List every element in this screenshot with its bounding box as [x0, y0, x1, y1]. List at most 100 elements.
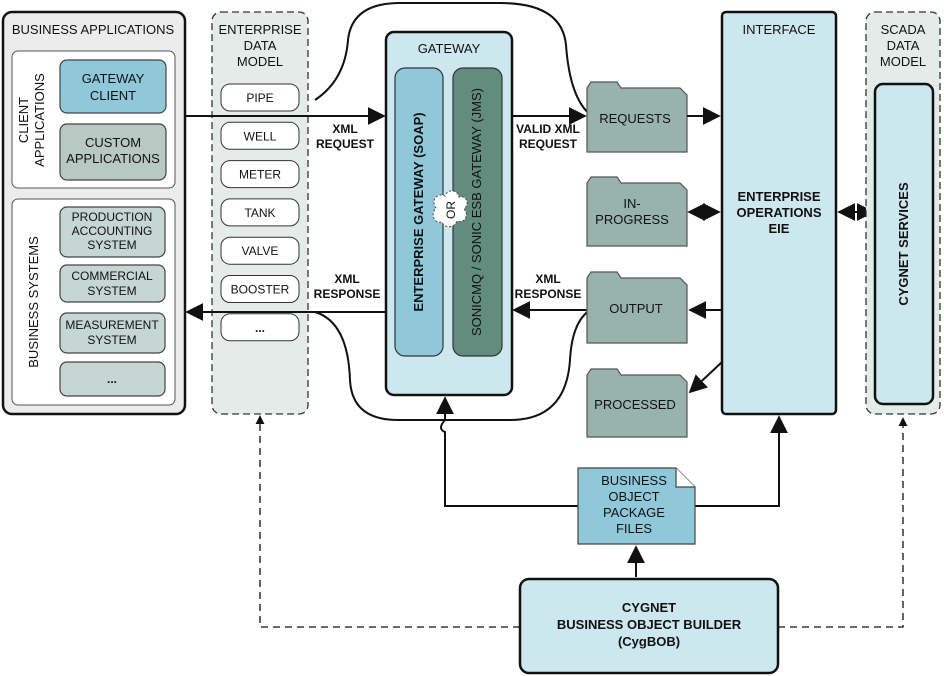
production-accounting-box[interactable]: PRODUCTION ACCOUNTING SYSTEM: [59, 206, 166, 258]
svg-text:TANK: TANK: [244, 206, 275, 220]
or-cloud: OR: [432, 190, 468, 228]
enterprise-data-model-items: PIPE WELL METER TANK VALVE BOOSTER...: [220, 83, 300, 342]
interface-title: INTERFACE: [743, 22, 816, 37]
svg-text:REQUESTS: REQUESTS: [599, 111, 671, 126]
bop-to-gateway-arrow: [436, 396, 578, 507]
svg-text:PROCESSED: PROCESSED: [594, 397, 676, 412]
svg-text:APPLICATIONS: APPLICATIONS: [66, 151, 160, 166]
svg-text:WELL: WELL: [244, 129, 277, 143]
svg-text:BUSINESS OBJECT BUILDER: BUSINESS OBJECT BUILDER: [557, 617, 742, 632]
custom-applications-box[interactable]: CUSTOM APPLICATIONS: [59, 123, 167, 181]
svg-text:REQUEST: REQUEST: [316, 137, 375, 151]
svg-text:MODEL: MODEL: [880, 54, 926, 69]
business-applications-title: BUSINESS APPLICATIONS: [12, 22, 175, 37]
svg-text:SONICMQ / SONIC ESB GATEWAY (: SONICMQ / SONIC ESB GATEWAY (JMS): [469, 88, 484, 336]
svg-text:VALID XML: VALID XML: [516, 122, 580, 136]
svg-text:PRODUCTION: PRODUCTION: [72, 210, 153, 224]
edm-item-more[interactable]: ...: [220, 313, 300, 342]
svg-text:SYSTEM: SYSTEM: [87, 238, 136, 252]
svg-text:SCADA: SCADA: [881, 22, 926, 37]
interface-to-processed-arrow: [688, 361, 723, 394]
gateway-title: GATEWAY: [418, 41, 481, 56]
edm-item-valve[interactable]: VALVE: [220, 236, 300, 265]
svg-text:XML: XML: [535, 272, 560, 286]
svg-text:XML: XML: [332, 122, 357, 136]
svg-text:OPERATIONS: OPERATIONS: [737, 205, 822, 220]
svg-text:(CygBOB): (CygBOB): [618, 634, 680, 649]
more-systems-box[interactable]: ...: [59, 361, 166, 397]
svg-text:PACKAGE: PACKAGE: [603, 505, 665, 520]
svg-text:DATA: DATA: [244, 38, 277, 53]
svg-text:SYSTEM: SYSTEM: [87, 284, 136, 298]
edm-item-pipe[interactable]: PIPE: [220, 83, 300, 112]
cygbob-box[interactable]: CYGNET BUSINESS OBJECT BUILDER (CygBOB): [518, 577, 780, 675]
enterprise-data-model-panel: ENTERPRISE DATA MODEL PIPE WELL METER TANK V…: [211, 11, 309, 415]
svg-text:CUSTOM: CUSTOM: [85, 135, 141, 150]
svg-text:ACCOUNTING: ACCOUNTING: [72, 224, 153, 238]
business-systems-label: BUSINESS SYSTEMS: [26, 236, 41, 368]
client-applications-label-2: APPLICATIONS: [32, 73, 47, 167]
xml-response-label: XML RESPONSE: [314, 272, 381, 301]
svg-text:OR: OR: [444, 201, 458, 219]
svg-text:REQUEST: REQUEST: [519, 137, 578, 151]
gateway-client-box[interactable]: GATEWAY CLIENT: [59, 59, 167, 114]
business-systems-group: BUSINESS SYSTEMS PRODUCTION ACCOUNTING S…: [11, 198, 176, 406]
svg-text:IN-: IN-: [623, 196, 640, 211]
svg-text:FILES: FILES: [616, 521, 652, 536]
gateway-loop-top: [314, 2, 593, 117]
edm-item-tank[interactable]: TANK: [220, 198, 300, 227]
svg-text:SYSTEM: SYSTEM: [87, 333, 136, 347]
svg-text:XML: XML: [334, 272, 359, 286]
scada-data-model-panel: SCADA DATA MODEL CYGNET SERVICES: [865, 11, 941, 415]
svg-text:ENTERPRISE: ENTERPRISE: [737, 189, 820, 204]
output-folder[interactable]: OUTPUT: [586, 271, 688, 344]
client-applications-group: CLIENT APPLICATIONS GATEWAY CLIENT CUSTO…: [11, 50, 176, 189]
requests-folder[interactable]: REQUESTS: [586, 81, 688, 153]
gateway-panel: GATEWAY ENTERPRISE GATEWAY (SOAP) SONICM…: [384, 30, 514, 397]
dashed-cygbob-to-scada: [778, 417, 908, 628]
svg-text:OUTPUT: OUTPUT: [609, 301, 663, 316]
business-applications-panel: BUSINESS APPLICATIONS CLIENT APPLICATION…: [1, 10, 187, 416]
xml-response-right-label: XML RESPONSE: [515, 272, 582, 301]
in-progress-folder[interactable]: IN- PROGRESS: [586, 176, 688, 247]
svg-text:ENTERPRISE: ENTERPRISE: [218, 22, 301, 37]
gateway-loop-bottom: [314, 309, 591, 421]
processed-folder[interactable]: PROCESSED: [586, 368, 688, 438]
edm-item-booster[interactable]: BOOSTER: [220, 275, 300, 303]
svg-text:CYGNET: CYGNET: [622, 600, 676, 615]
svg-text:MODEL: MODEL: [237, 54, 283, 69]
svg-text:VALVE: VALVE: [242, 244, 279, 258]
svg-text:BUSINESS: BUSINESS: [601, 473, 667, 488]
svg-text:GATEWAY: GATEWAY: [82, 71, 145, 86]
interface-panel: INTERFACE ENTERPRISE OPERATIONS EIE: [720, 10, 838, 416]
enterprise-gateway-soap[interactable]: ENTERPRISE GATEWAY (SOAP): [394, 67, 444, 357]
measurement-system-box[interactable]: MEASUREMENT SYSTEM: [59, 312, 166, 354]
svg-text:ENTERPRISE GATEWAY (SOAP): ENTERPRISE GATEWAY (SOAP): [411, 112, 426, 311]
dashed-cygbob-to-edm: [255, 415, 520, 628]
svg-text:RESPONSE: RESPONSE: [314, 287, 381, 301]
svg-text:DATA: DATA: [887, 38, 920, 53]
cygnet-services-box[interactable]: CYGNET SERVICES: [873, 82, 935, 406]
edm-item-meter[interactable]: METER: [220, 160, 300, 189]
xml-request-label: XML REQUEST: [316, 122, 375, 151]
svg-text:COMMERCIAL: COMMERCIAL: [71, 269, 153, 283]
valid-xml-request-label: VALID XML REQUEST: [516, 122, 580, 151]
svg-text:MEASUREMENT: MEASUREMENT: [65, 318, 159, 332]
svg-text:CLIENT: CLIENT: [90, 88, 136, 103]
svg-text:EIE: EIE: [769, 221, 790, 236]
svg-text:OBJECT: OBJECT: [608, 489, 659, 504]
svg-text:METER: METER: [239, 168, 281, 182]
svg-text:PIPE: PIPE: [246, 91, 273, 105]
bop-to-interface-arrow: [695, 415, 788, 507]
svg-text:PROGRESS: PROGRESS: [595, 212, 669, 227]
svg-text:BOOSTER: BOOSTER: [231, 283, 290, 297]
commercial-system-box[interactable]: COMMERCIAL SYSTEM: [59, 264, 166, 303]
svg-text:CYGNET SERVICES: CYGNET SERVICES: [896, 182, 911, 306]
business-object-package-files[interactable]: BUSINESS OBJECT PACKAGE FILES: [577, 467, 696, 545]
edm-item-well[interactable]: WELL: [220, 121, 300, 150]
client-applications-label-1: CLIENT: [16, 97, 31, 143]
svg-text:RESPONSE: RESPONSE: [515, 287, 582, 301]
sonic-esb-gateway-jms[interactable]: SONICMQ / SONIC ESB GATEWAY (JMS): [452, 67, 503, 357]
svg-text:...: ...: [255, 321, 265, 335]
